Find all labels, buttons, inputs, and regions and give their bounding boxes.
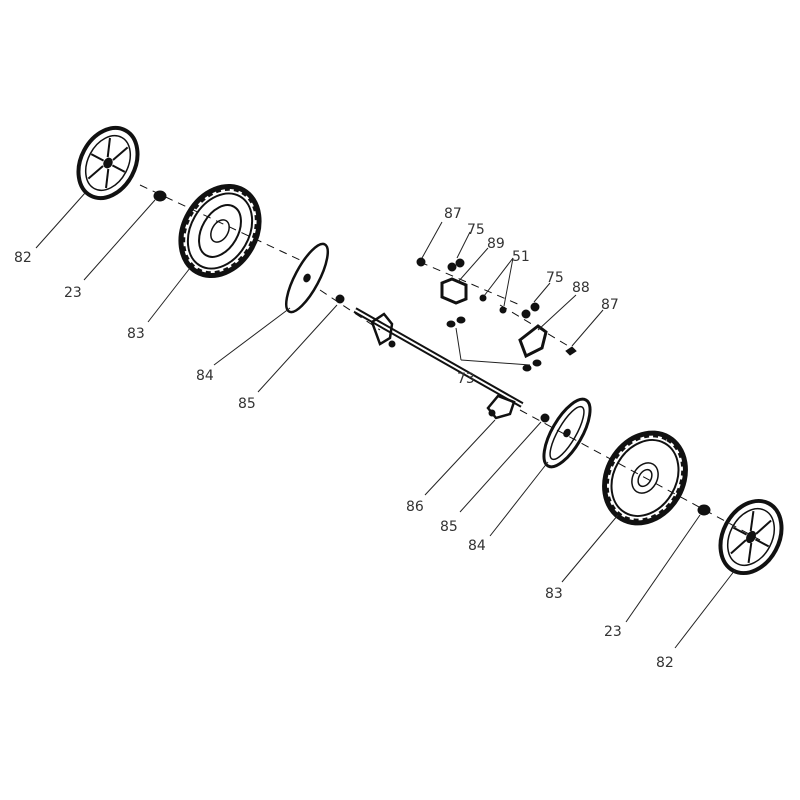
nut-bottom-part-4 <box>532 359 542 367</box>
bracket-right-part <box>518 324 548 359</box>
label-bracket-left: 89 <box>487 236 505 252</box>
bolt-right-part <box>565 346 577 356</box>
label-nut-bottom: 73 <box>457 371 475 387</box>
tire-left <box>178 183 262 279</box>
centerline-right <box>519 409 761 541</box>
nut-bottom-part-1 <box>446 320 456 328</box>
tire-right <box>602 430 688 526</box>
label-nut-top-right: 75 <box>546 270 564 286</box>
label-wheel-cover-left: 82 <box>14 250 32 266</box>
nut-right <box>697 504 711 516</box>
label-washer-right: 85 <box>440 519 458 535</box>
label-tire-left: 83 <box>127 326 145 342</box>
axle <box>353 307 524 420</box>
bracket-hardware <box>416 257 577 372</box>
label-wheel-cover-right: 82 <box>656 655 674 671</box>
part-labels: 82 23 83 84 85 86 85 84 83 23 82 87 75 8… <box>14 206 674 671</box>
bolt-top-left-part <box>416 257 426 267</box>
nut-left <box>153 190 167 202</box>
disc-left <box>285 242 329 314</box>
label-disc-left: 84 <box>196 368 214 384</box>
label-bolt-top-left: 87 <box>444 206 462 222</box>
pin-part-left <box>479 294 487 302</box>
wheel-cover-right <box>718 498 784 576</box>
label-pin: 51 <box>512 249 530 265</box>
bracket-left-part <box>440 277 468 305</box>
leader-lines <box>35 192 736 649</box>
label-washer-left: 85 <box>238 396 256 412</box>
label-bracket-right: 88 <box>572 280 590 296</box>
centerline-left-axle <box>319 289 381 331</box>
nut-top-left-part-2 <box>455 258 465 268</box>
nut-top-left-part <box>447 262 457 272</box>
disc-right <box>542 397 592 469</box>
washer-right <box>540 413 550 423</box>
pin-part-right <box>499 306 507 314</box>
label-tire-right: 83 <box>545 586 563 602</box>
nut-bottom-part-3 <box>522 364 532 372</box>
nut-bottom-part-2 <box>456 316 466 324</box>
washer-left <box>335 294 345 304</box>
centerline-bracket-left <box>419 261 521 306</box>
nut-top-right-part <box>521 309 531 319</box>
label-disc-right: 84 <box>468 538 486 554</box>
centerline-left <box>139 184 301 261</box>
label-nut-top-left: 75 <box>467 222 485 238</box>
label-bolt-right: 87 <box>601 297 619 313</box>
nut-top-right-part-2 <box>530 302 540 312</box>
wheel-cover-left <box>76 125 140 201</box>
label-nut-left: 23 <box>64 285 82 301</box>
label-axle: 86 <box>406 499 424 515</box>
label-nut-right: 23 <box>604 624 622 640</box>
